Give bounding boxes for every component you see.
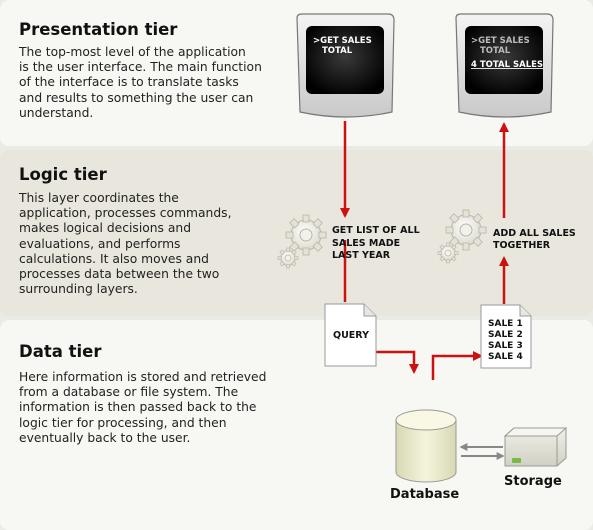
logic-label-left-line3: LAST YEAR [332,250,391,261]
logic-label-left-line1: GET LIST OF ALL [332,225,420,236]
right-monitor-screen [465,26,543,94]
right-monitor: >GET SALES TOTAL 4 TOTAL SALES [455,13,554,118]
query-document: QUERY [324,303,377,367]
data-tier-description: Here information is stored and retrieved… [19,370,267,445]
sale-line-2: SALE 2 [488,330,523,340]
presentation-tier-title: Presentation tier [19,20,178,39]
storage-icon [503,427,568,467]
sale-line-4: SALE 4 [488,352,523,362]
left-monitor: >GET SALES TOTAL [296,13,395,118]
logic-label-right-line1: ADD ALL SALES [493,228,576,239]
left-monitor-line2: TOTAL [322,46,353,56]
presentation-tier-description: The top-most level of the application is… [19,45,262,120]
logic-label-right-line2: TOGETHER [493,240,551,251]
query-label: QUERY [333,330,369,341]
storage-led [512,458,521,463]
right-monitor-line1: >GET SALES [471,36,530,46]
data-tier-title: Data tier [19,342,102,361]
sale-line-3: SALE 3 [488,341,523,351]
arrow-database-to-sales [431,351,483,380]
database-label: Database [390,487,459,502]
left-monitor-screen [306,26,384,94]
storage-label: Storage [504,474,562,489]
sale-line-1: SALE 1 [488,319,523,329]
left-monitor-line1: >GET SALES [313,36,372,46]
right-monitor-line2: TOTAL [480,46,511,56]
gear-icon [277,214,327,269]
logic-tier-description: This layer coordinates the application, … [19,191,232,297]
logic-tier-title: Logic tier [19,165,107,184]
right-monitor-result: 4 TOTAL SALES [471,60,543,70]
gear-icon [437,209,487,264]
sales-document: SALE 1 SALE 2 SALE 3 SALE 4 [480,304,532,369]
database-icon [395,409,457,483]
logic-label-left-line2: SALES MADE [332,238,400,249]
arrow-query-to-database [376,350,419,374]
